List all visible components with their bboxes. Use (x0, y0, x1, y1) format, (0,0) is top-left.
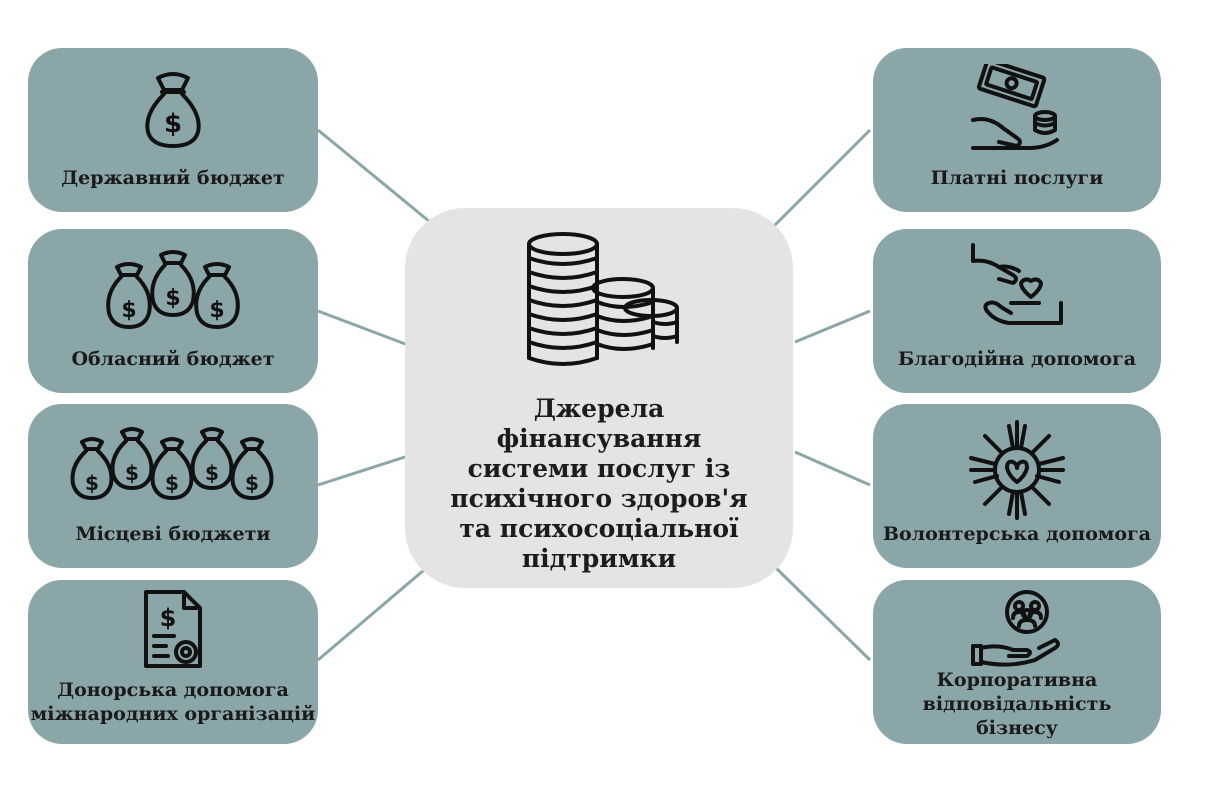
connector-left-3 (317, 454, 409, 487)
source-volunteer: Волонтерська допомога (873, 404, 1161, 568)
three-money-bags-icon: $ $ $ (106, 250, 240, 329)
source-regional-budget: $ $ $ Обласний бюджет (28, 229, 318, 393)
five-money-bags-icon: $ $ $ $ $ (70, 427, 274, 500)
source-charity: Благодійна допомога (873, 229, 1161, 393)
source-donor-aid: $ Донорська допомога міжнародних організ… (28, 580, 318, 744)
source-state-budget: $ Державний бюджет (28, 48, 318, 212)
giving-hands-heart-icon (971, 243, 1063, 325)
connector-right-3 (794, 450, 871, 487)
source-paid-services: Платні послуги (873, 48, 1161, 212)
svg-text:$: $ (205, 461, 219, 485)
circle-of-hands-heart-icon (969, 420, 1065, 520)
source-label: Обласний бюджет (71, 348, 275, 370)
hand-holding-people-icon (971, 590, 1060, 667)
grant-document-icon: $ (144, 590, 202, 668)
connector-left-1 (317, 128, 431, 224)
money-bag-icon: $ (145, 72, 201, 148)
svg-text:$: $ (121, 298, 136, 323)
source-label: Платні послуги (930, 167, 1104, 189)
hand-with-cash-icon (971, 64, 1059, 150)
connector-left-4 (317, 568, 425, 662)
source-label: Волонтерська допомога (882, 523, 1151, 545)
svg-text:$: $ (165, 286, 180, 311)
connector-right-2 (794, 309, 871, 344)
center-title: Джерела фінансування системи послуг із п… (450, 394, 748, 573)
coin-stacks-icon (527, 232, 679, 366)
source-label: Державний бюджет (61, 167, 285, 189)
svg-text:$: $ (160, 604, 177, 632)
center-node: Джерела фінансування системи послуг із п… (405, 208, 793, 588)
source-label: Корпоративна відповідальність бізнесу (922, 669, 1112, 739)
source-label: Донорська допомога міжнародних організац… (30, 679, 316, 725)
svg-text:$: $ (85, 471, 99, 495)
connector-right-1 (770, 128, 872, 230)
svg-text:$: $ (245, 471, 259, 495)
connector-left-2 (317, 309, 409, 347)
svg-text:$: $ (209, 298, 224, 323)
source-label: Благодійна допомога (897, 348, 1137, 370)
source-corporate-responsibility: Корпоративна відповідальність бізнесу (873, 580, 1161, 744)
svg-text:$: $ (165, 471, 179, 495)
source-label: Місцеві бюджети (75, 523, 271, 545)
svg-text:$: $ (164, 109, 182, 139)
svg-text:$: $ (125, 461, 139, 485)
connector-right-4 (774, 566, 872, 662)
source-local-budgets: $ $ $ $ $ Місцеві бюджети (28, 404, 318, 568)
